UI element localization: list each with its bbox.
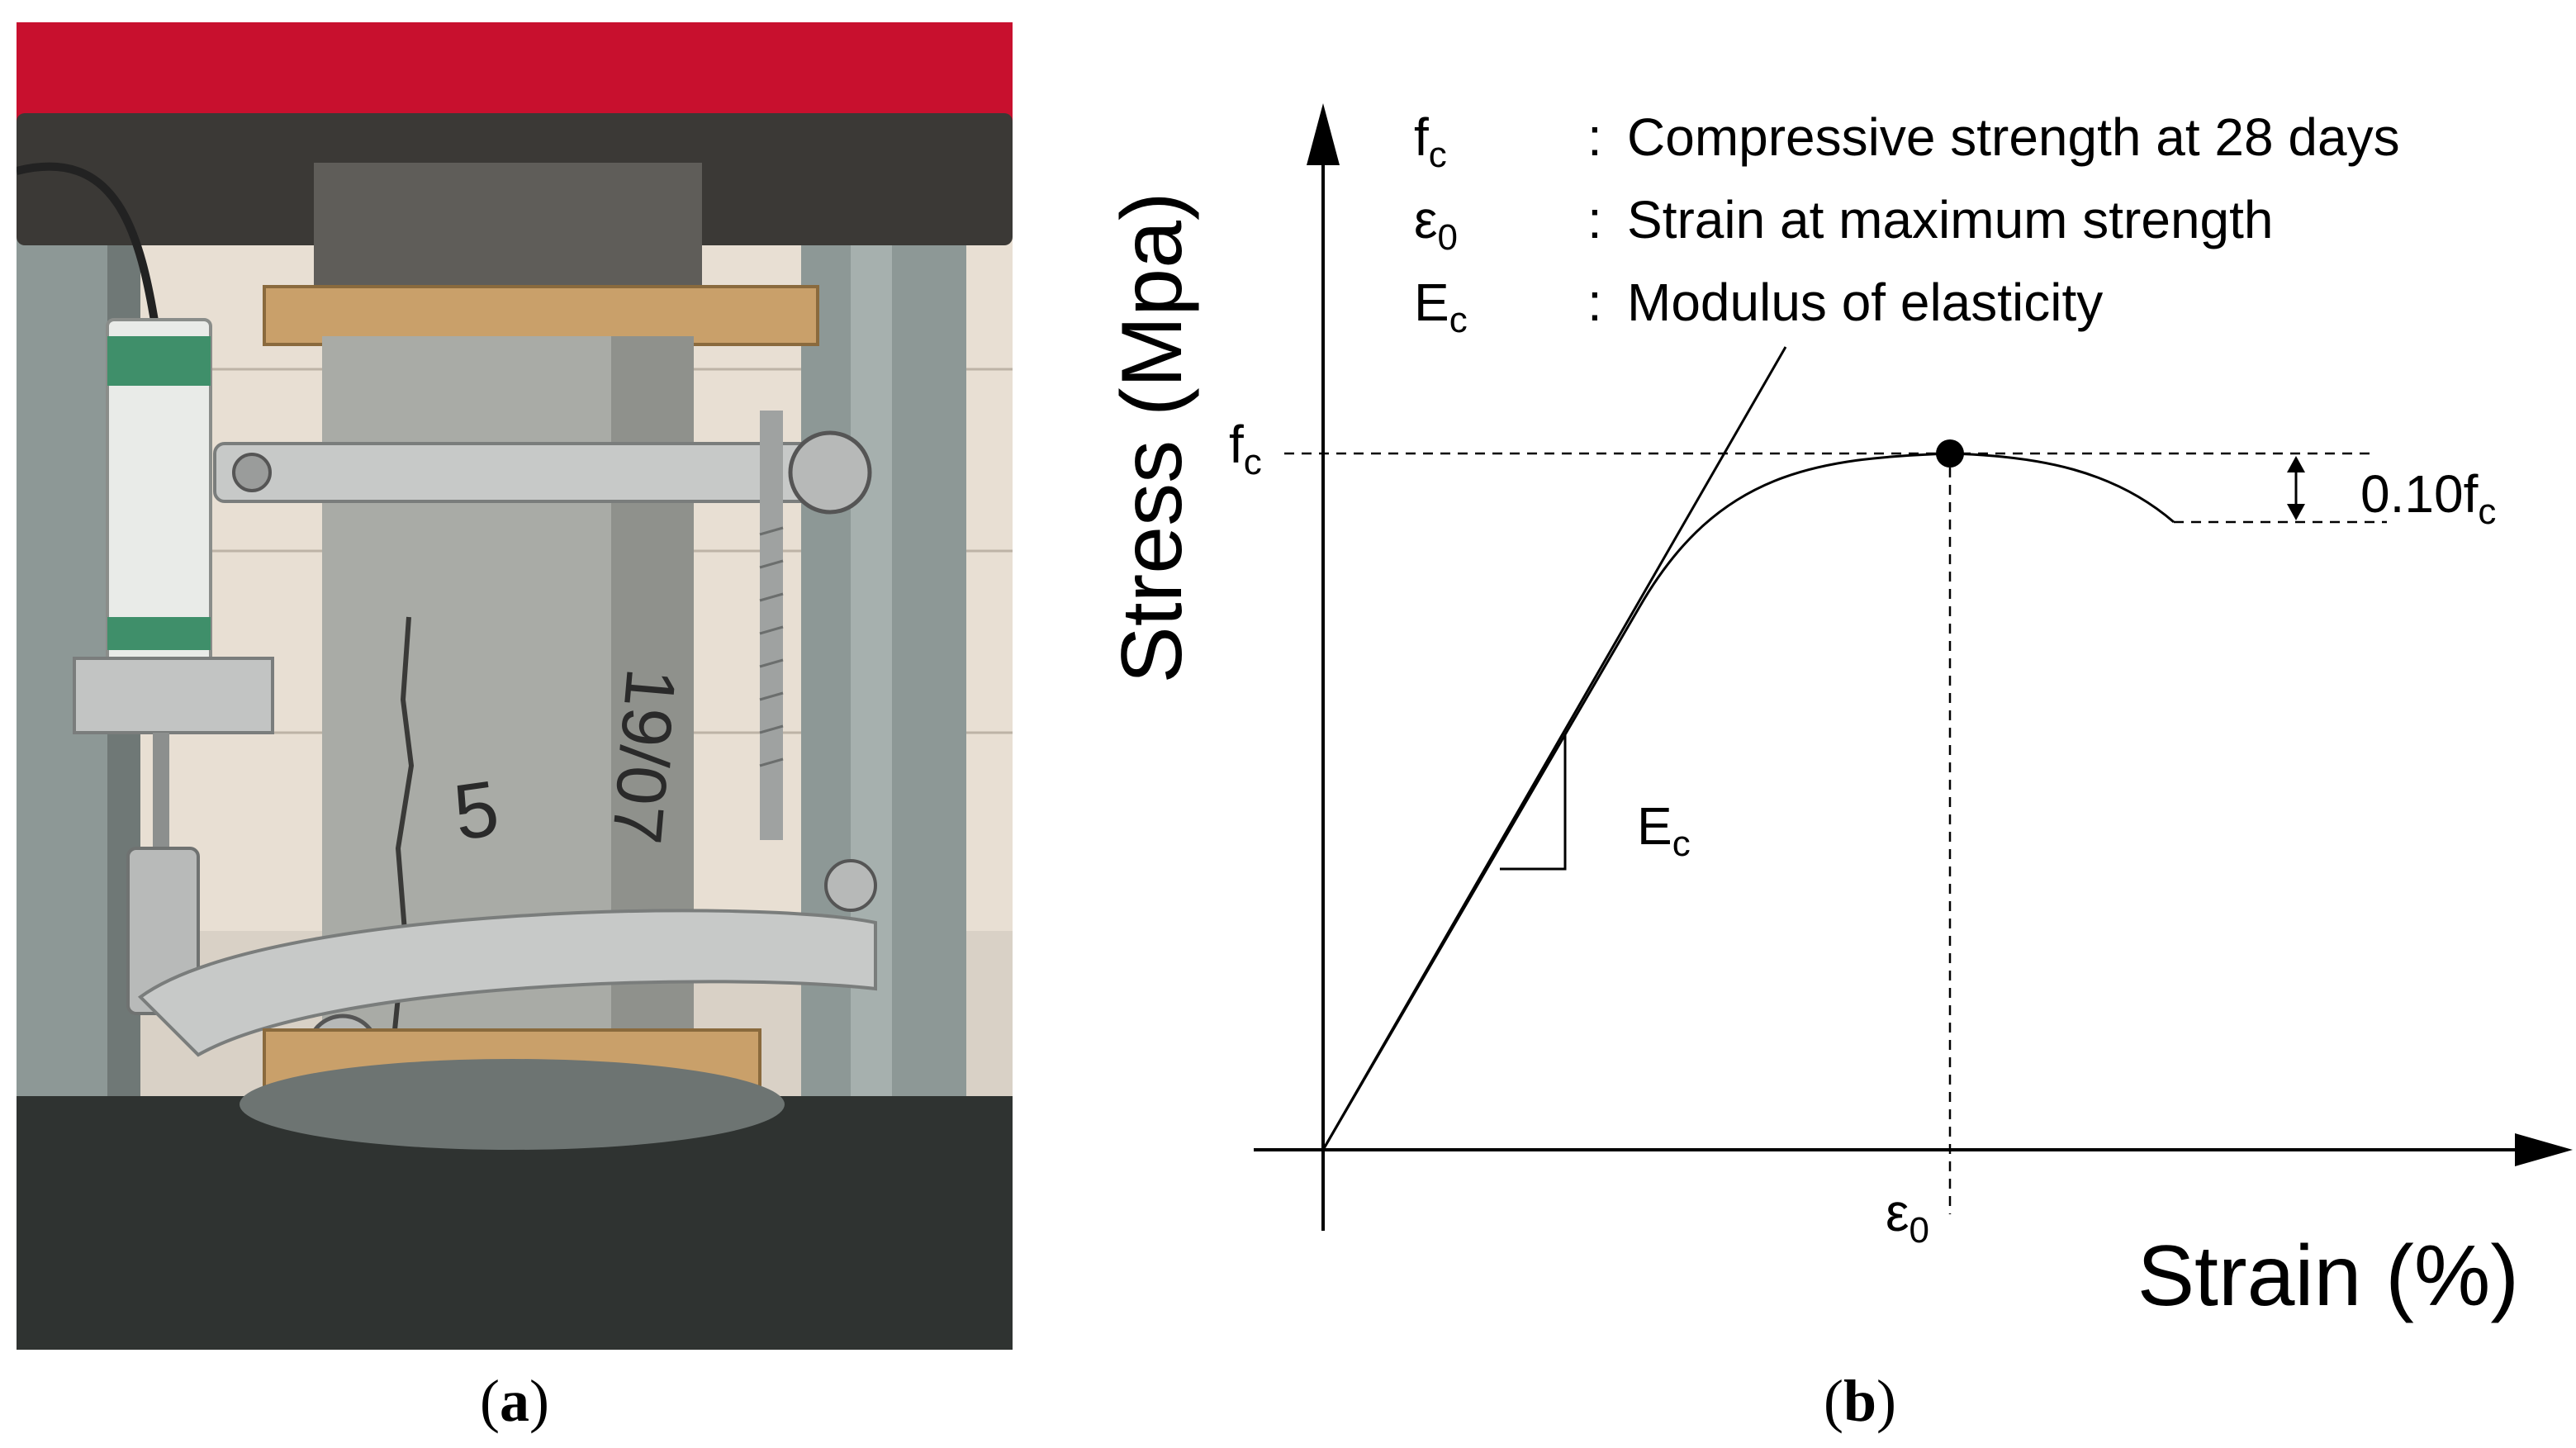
y-tick-fc: fc [1229, 415, 1262, 482]
legend-symbol-ec: E [1414, 273, 1449, 332]
legend-separator-e0: : [1587, 190, 1602, 249]
stress-strain-curve [1321, 452, 2175, 1151]
legend-sub-fc: c [1429, 135, 1447, 175]
legend-symbol-e0: ε [1414, 190, 1438, 249]
legend-sub-e0: 0 [1438, 217, 1458, 258]
legend: fc : Compressive strength at 28 days ε0 … [1414, 107, 2400, 340]
legend-text-fc: Compressive strength at 28 days [1627, 107, 2400, 167]
drop-label: 0.10fc [2360, 464, 2496, 532]
legend-sub-ec: c [1449, 300, 1468, 340]
x-axis-arrowhead [2515, 1133, 2573, 1166]
upper-press-plate [17, 22, 1013, 121]
y-tick-sub: c [1244, 442, 1262, 482]
specimen-date: 19/07 [597, 665, 690, 847]
lvdt-sensor-band [107, 336, 211, 386]
svg-text:fc: fc [1414, 107, 1447, 175]
x-tick-symbol: ε [1886, 1183, 1909, 1242]
x-tick-sub: 0 [1909, 1210, 1929, 1251]
lower-platen-top [240, 1059, 785, 1150]
legend-text-ec: Modulus of elasticity [1627, 273, 2103, 332]
drop-arrow-up [2287, 456, 2305, 472]
rod-threads [759, 526, 784, 767]
caption-b: (b) [1736, 1367, 1984, 1436]
drop-arrow-down [2287, 504, 2305, 520]
legend-item-fc: fc : Compressive strength at 28 days [1414, 107, 2400, 175]
caption-a-open: ( [480, 1368, 500, 1434]
caption-a-letter: a [500, 1368, 529, 1434]
x-tick-e0: ε0 [1886, 1183, 1929, 1251]
y-axis-label: Stress (Mpa) [1104, 192, 1200, 683]
slope-label-symbol: E [1637, 796, 1672, 856]
y-axis-arrowhead [1307, 103, 1340, 165]
clamp-bolt-left [232, 453, 272, 492]
slope-triangle [1500, 733, 1567, 871]
clamp-bolt-right [788, 430, 872, 515]
caption-a: (a) [391, 1367, 638, 1436]
x-axis-label: Strain (%) [2137, 1228, 2519, 1324]
legend-separator-fc: : [1587, 107, 1602, 167]
legend-text-e0: Strain at maximum strength [1627, 190, 2274, 249]
slope-label: Ec [1637, 796, 1691, 864]
caption-b-open: ( [1823, 1368, 1843, 1434]
lower-clamp-ring [137, 909, 877, 1057]
sensor-cable [17, 162, 161, 337]
drop-label-prefix: 0.10f [2360, 464, 2479, 524]
y-tick-symbol: f [1229, 415, 1244, 474]
lvdt-sensor-band-lower [107, 617, 211, 650]
test-setup-photo: 5 19/07 [17, 22, 1013, 1350]
top-plywood [263, 285, 819, 346]
caption-a-close: ) [529, 1368, 549, 1434]
svg-text:Ec: Ec [1414, 273, 1468, 340]
threaded-rod [760, 411, 783, 840]
legend-separator-ec: : [1587, 273, 1602, 332]
right-column-highlight [851, 146, 892, 1179]
sensor-probe [153, 733, 169, 865]
drop-label-sub: c [2478, 491, 2496, 532]
lower-bolt-right [824, 859, 877, 912]
legend-item-ec: Ec : Modulus of elasticity [1414, 273, 2103, 340]
legend-symbol-fc: f [1414, 107, 1429, 167]
legend-item-e0: ε0 : Strain at maximum strength [1414, 190, 2274, 258]
caption-b-letter: b [1843, 1368, 1877, 1434]
sensor-bracket [73, 657, 274, 734]
svg-text:ε0: ε0 [1414, 190, 1458, 258]
caption-b-close: ) [1876, 1368, 1896, 1434]
slope-label-sub: c [1672, 824, 1691, 864]
